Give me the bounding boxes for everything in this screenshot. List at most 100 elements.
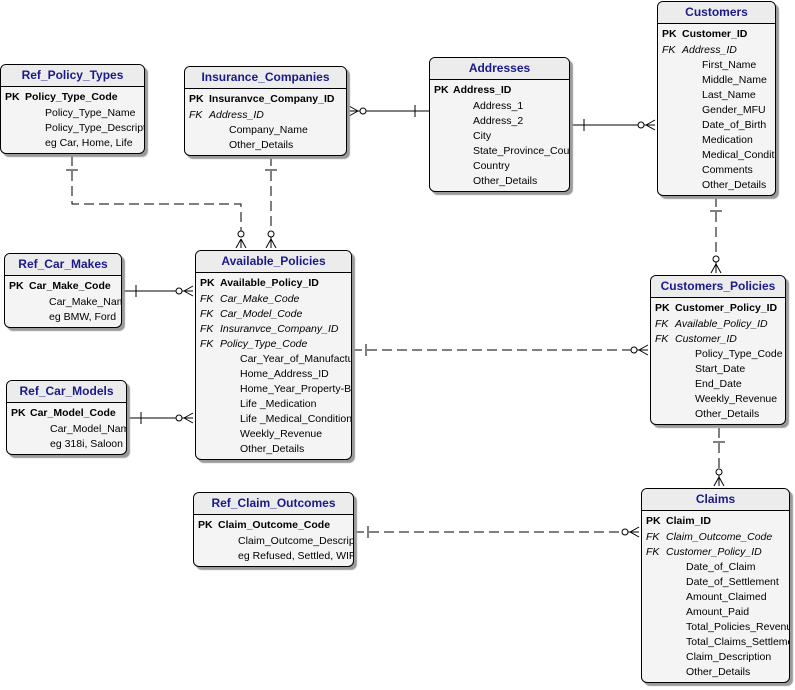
attribute-name: Car_Make_Code — [29, 280, 111, 292]
attribute-name: Date_of_Settlement — [686, 576, 779, 588]
attribute-name: Claim_ID — [666, 515, 711, 527]
attribute-name: Insuranvce_Company_ID — [209, 93, 335, 105]
key-marker: PK — [11, 407, 26, 419]
attribute-name: Other_Details — [686, 666, 751, 678]
attribute-name: Claim_Outcome_Code — [218, 519, 331, 531]
attribute: Company_Name — [185, 123, 346, 138]
relationship-addresses-to-customers — [570, 119, 656, 131]
attribute: Policy_Type_Code — [651, 347, 785, 362]
attribute-name: eg Refused, Settled, WIP — [238, 550, 354, 562]
attribute-name: Medical_Conditions — [702, 149, 775, 161]
key-marker: FK — [200, 293, 214, 305]
attribute-name: Claim_Outcome_Code — [666, 531, 773, 543]
primary-key-attribute: PK Car_Make_Code — [5, 279, 121, 294]
attribute-name: Gender_MFU — [702, 104, 766, 116]
attribute-name: Other_Details — [473, 175, 538, 187]
attribute: Other_Details — [651, 407, 785, 422]
attribute: Other_Details — [196, 442, 351, 457]
key-marker: PK — [198, 519, 213, 531]
relationship-ref-policy-types-to-available-policies — [66, 156, 247, 249]
attribute: Medication — [658, 133, 775, 148]
attribute: Middle_Name — [658, 73, 775, 88]
attribute-name: Other_Details — [229, 139, 294, 151]
attribute-name: Amount_Claimed — [686, 591, 767, 603]
attribute: Medical_Conditions — [658, 148, 775, 163]
attribute-name: Weekly_Revenue — [240, 428, 323, 440]
attribute: Last_Name — [658, 88, 775, 103]
attribute: Home_Address_ID — [196, 367, 351, 382]
key-marker: PK — [9, 280, 24, 292]
key-marker: PK — [646, 515, 661, 527]
attribute-name: Address_1 — [473, 100, 524, 112]
attribute-name: Claim_Description — [686, 651, 772, 663]
attribute-name: End_Date — [695, 378, 742, 390]
entity-title: Ref_Car_Models — [7, 381, 126, 403]
attribute: Car_Make_Names — [5, 295, 121, 310]
key-marker: FK — [200, 338, 214, 350]
key-marker: FK — [200, 323, 214, 335]
attribute-name: Address_ID — [453, 84, 512, 96]
entity-ref-car-makes[interactable]: Ref_Car_MakesPKCar_Make_CodeCar_Make_Nam… — [4, 253, 122, 328]
attribute: Total_Policies_Revenue — [642, 620, 789, 635]
attribute: Address_2 — [430, 114, 569, 129]
relationship-customers-policies-to-claims — [713, 428, 725, 487]
entity-title: Customers_Policies — [651, 276, 785, 298]
attribute-name: Car_Year_of_Manufacture — [240, 353, 352, 365]
key-marker: FK — [655, 333, 669, 345]
attribute: Other_Details — [642, 665, 789, 680]
attribute-name: Start_Date — [695, 363, 746, 375]
attribute-name: Other_Details — [240, 443, 305, 455]
key-marker: PK — [200, 277, 215, 289]
entity-title: Available_Policies — [196, 251, 351, 273]
attribute: Country — [430, 159, 569, 174]
key-marker: FK — [189, 109, 203, 121]
primary-key-attribute: PK Claim_Outcome_Code — [194, 518, 353, 533]
attribute: Date_of_Claim — [642, 560, 789, 575]
attribute-name: Date_of_Birth — [702, 119, 767, 131]
attribute: State_Province_County — [430, 144, 569, 159]
primary-key-attribute: PK Address_ID — [430, 83, 569, 98]
attribute-name: Customer_ID — [682, 28, 748, 40]
attribute-name: Available_Policy_ID — [220, 277, 319, 289]
attribute: Date_of_Birth — [658, 118, 775, 133]
attribute: eg BMW, Ford — [5, 310, 121, 325]
attribute: Claim_Description — [642, 650, 789, 665]
attribute-name: Life _Medical_Condition — [240, 413, 352, 425]
attribute-name: Policy_Type_Code — [25, 91, 118, 103]
key-marker: PK — [434, 84, 449, 96]
attribute: Amount_Claimed — [642, 590, 789, 605]
attribute-name: Total_Policies_Revenue — [686, 621, 790, 633]
attribute: Life _Medication — [196, 397, 351, 412]
attribute: eg 318i, Saloon — [7, 437, 126, 452]
attribute: Policy_Type_Name — [1, 106, 144, 121]
attribute-name: Customer_Policy_ID — [675, 302, 778, 314]
entity-title: Claims — [642, 489, 789, 511]
primary-key-attribute: PK Claim_ID — [642, 514, 789, 529]
entity-title: Addresses — [430, 58, 569, 80]
attribute-name: Middle_Name — [702, 74, 767, 86]
key-marker: PK — [5, 91, 20, 103]
attribute: Car_Model_Names — [7, 422, 126, 437]
attribute: Car_Year_of_Manufacture — [196, 352, 351, 367]
